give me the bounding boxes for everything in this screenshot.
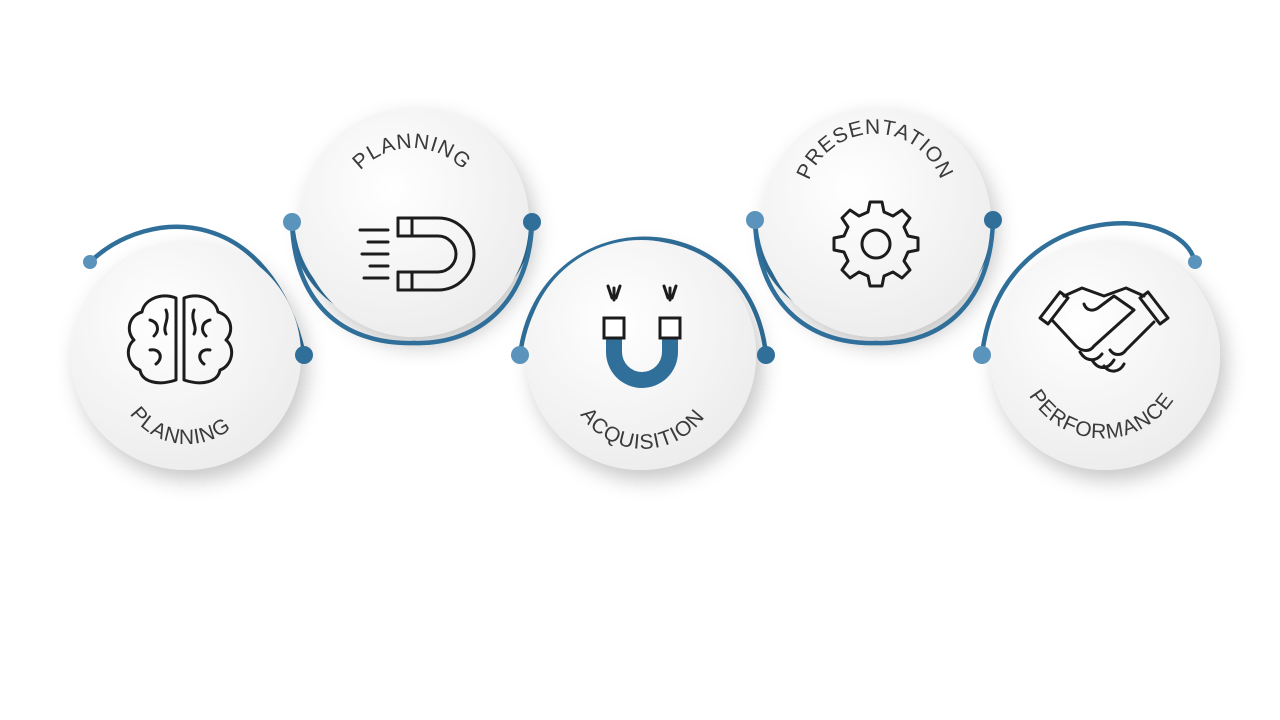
handshake-icon xyxy=(1038,286,1170,373)
step-circle-2 xyxy=(299,107,529,337)
step-circle-1 xyxy=(71,240,301,470)
connector-dots xyxy=(83,211,1202,364)
gear-icon xyxy=(832,200,920,288)
connector-arc-5 xyxy=(979,221,1198,358)
connector-arc-3 xyxy=(517,236,769,358)
brain-icon xyxy=(126,294,234,385)
magnet-motion-icon xyxy=(358,216,476,292)
step-circle-4 xyxy=(761,107,991,337)
step-circle-5 xyxy=(990,240,1220,470)
connector-overlay xyxy=(289,217,996,346)
step-circle-3 xyxy=(526,240,756,470)
magnet-icon xyxy=(602,284,682,388)
